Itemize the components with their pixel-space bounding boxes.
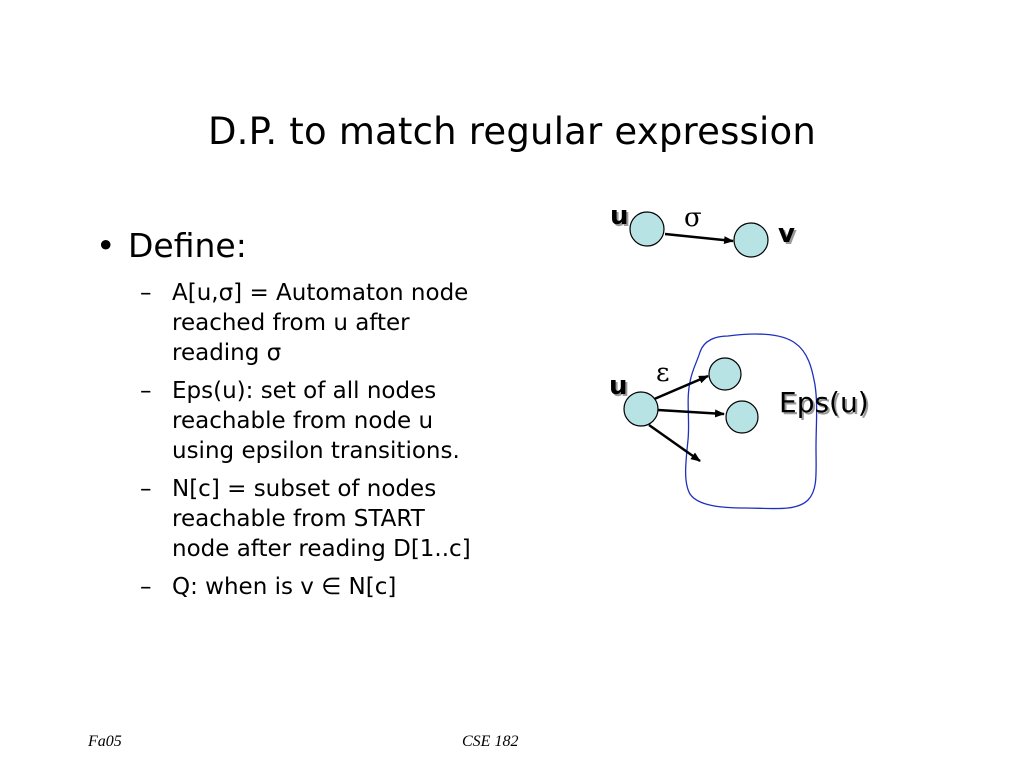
dash-marker: – (140, 378, 152, 404)
footer-center: CSE 182 (462, 733, 519, 750)
dash-marker: – (140, 574, 152, 600)
label-shadow: u (611, 373, 630, 403)
eps-edge-middle (657, 408, 725, 418)
node-eps-upper (708, 357, 742, 391)
eps-region-outline (684, 333, 818, 510)
bullet-text: Define: (128, 226, 247, 265)
node-v-top (733, 222, 769, 258)
epsilon-closure-diagram: u u ε Eps(u) Eps(u) (609, 333, 871, 510)
sub-item-line: using epsilon transitions. (172, 438, 460, 464)
sub-item-line: Eps(u): set of all nodes (172, 378, 437, 404)
sub-item-line: reading σ (172, 340, 282, 366)
slide-title: D.P. to match regular expression (207, 110, 816, 153)
bullet-define: • Define: (96, 226, 247, 265)
sub-item-line: Q: when is v ∈ N[c] (172, 574, 397, 600)
node-eps-middle (725, 400, 759, 434)
sub-item-line: reached from u after (172, 310, 410, 336)
bullet-marker: • (96, 226, 116, 265)
top-transition-diagram: u u v v σ (610, 201, 797, 258)
sub-bullet-list: – A[u,σ] = Automaton node reached from u… (140, 278, 540, 610)
sub-item-line: A[u,σ] = Automaton node (172, 280, 469, 306)
label-shadow: Eps(u) (781, 388, 871, 421)
sub-item-eps: – Eps(u): set of all nodes reachable fro… (140, 376, 540, 466)
label-v-top: v (778, 219, 795, 249)
sub-item-line: N[c] = subset of nodes (172, 476, 437, 502)
label-shadow: u (612, 203, 631, 233)
label-epsilon: ε (656, 358, 669, 388)
sub-item-n: – N[c] = subset of nodes reachable from … (140, 474, 540, 564)
footer-left: Fa05 (88, 733, 122, 750)
sub-item-line: node after reading D[1..c] (172, 536, 471, 562)
eps-edge-lower (648, 423, 701, 463)
sub-item-a: – A[u,σ] = Automaton node reached from u… (140, 278, 540, 368)
node-u-bottom (623, 391, 659, 427)
dash-marker: – (140, 280, 152, 306)
sub-item-line: reachable from node u (172, 408, 434, 434)
sub-item-q: – Q: when is v ∈ N[c] (140, 572, 540, 602)
label-eps-u: Eps(u) (779, 386, 869, 419)
label-u-bottom: u (609, 371, 628, 401)
eps-edge-upper (651, 374, 709, 402)
label-u-top: u (610, 201, 629, 231)
label-shadow: v (780, 221, 797, 251)
sub-item-line: reachable from START (172, 506, 425, 532)
dash-marker: – (140, 476, 152, 502)
sigma-edge (664, 232, 734, 245)
node-u-top (629, 211, 665, 247)
label-sigma: σ (684, 203, 702, 233)
